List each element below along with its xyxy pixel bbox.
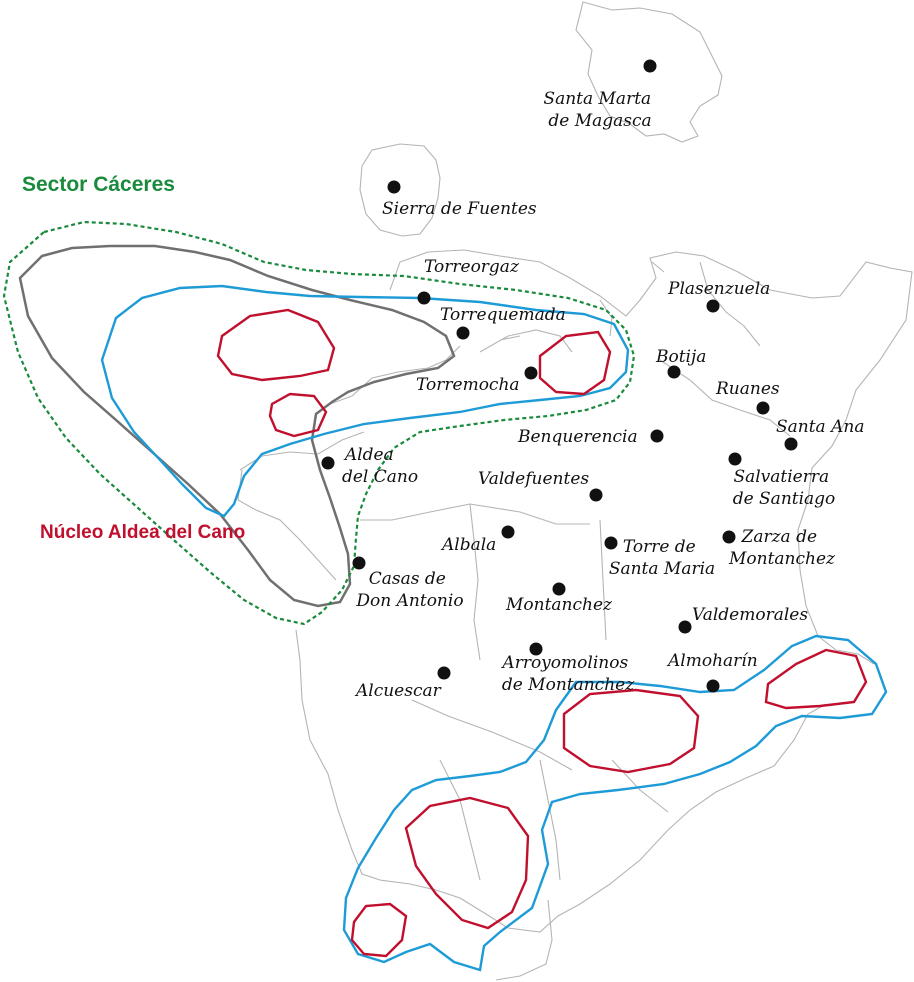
municipality-border-sierra-de-fuentes bbox=[359, 143, 441, 237]
town-dots bbox=[321, 59, 798, 693]
municipality-border-south bbox=[295, 629, 827, 933]
town-dot-albala bbox=[501, 525, 515, 539]
town-label-valdemorales: Valdemorales bbox=[692, 605, 808, 625]
nucleus-polygon bbox=[764, 648, 868, 710]
town-label-salvatierra: Salvatierra de Santiago bbox=[733, 467, 836, 509]
town-label-santa-ana: Santa Ana bbox=[776, 417, 864, 437]
town-dot-botija bbox=[667, 365, 681, 379]
town-label-albala: Albala bbox=[440, 535, 496, 555]
town-dot-benquerencia bbox=[650, 429, 664, 443]
town-label-torre-de-santa-maria: Torre de Santa Maria bbox=[609, 537, 715, 579]
town-label-almoharin: Almoharín bbox=[666, 651, 758, 671]
town-dot-santa-marta bbox=[643, 59, 657, 73]
municipality-border-torreorgaz bbox=[389, 249, 913, 665]
nucleus-polygon bbox=[216, 308, 336, 382]
town-label-torreorgaz: Torreorgaz bbox=[424, 257, 520, 277]
municipality-border-west bbox=[237, 431, 607, 661]
sector-caceres-outline bbox=[2, 220, 636, 626]
town-dot-salvatierra bbox=[728, 452, 742, 466]
nucleus-polygon bbox=[350, 902, 408, 958]
town-dot-torrequemada bbox=[456, 326, 470, 340]
town-dot-zarza-de-montanchez bbox=[722, 530, 736, 544]
town-dot-valdefuentes bbox=[589, 488, 603, 502]
town-dot-arroyomolinos bbox=[529, 642, 543, 656]
nucleus-aldea-del-cano-label: Núcleo Aldea del Cano bbox=[40, 522, 245, 543]
town-dot-torre-de-santa-maria bbox=[604, 536, 618, 550]
town-label-plasenzuela: Plasenzuela bbox=[667, 279, 770, 299]
town-dot-sierra-de-fuentes bbox=[387, 180, 401, 194]
nucleus-polygon bbox=[268, 392, 328, 438]
municipality-border-santa-marta bbox=[575, 1, 723, 143]
town-dot-alcuescar bbox=[437, 666, 451, 680]
town-label-ruanes: Ruanes bbox=[715, 379, 780, 399]
town-label-torremocha: Torremocha bbox=[416, 375, 520, 395]
town-label-botija: Botija bbox=[655, 347, 706, 367]
town-label-valdefuentes: Valdefuentes bbox=[478, 469, 589, 489]
town-dot-almoharin bbox=[706, 679, 720, 693]
town-dot-plasenzuela bbox=[706, 299, 720, 313]
town-label-alcuescar: Alcuescar bbox=[354, 681, 442, 701]
town-label-sierra-de-fuentes: Sierra de Fuentes bbox=[382, 199, 537, 219]
town-dot-casas-de-don-antonio bbox=[352, 556, 366, 570]
sector-caceres-label: Sector Cáceres bbox=[22, 173, 175, 196]
town-dot-ruanes bbox=[756, 401, 770, 415]
town-label-zarza-de-montanchez: Zarza de Montanchez bbox=[728, 527, 836, 569]
nucleus-polygon bbox=[562, 688, 700, 774]
town-label-casas-de-don-antonio: Casas de Don Antonio bbox=[355, 569, 463, 611]
town-dot-torremocha bbox=[524, 366, 538, 380]
town-dot-valdemorales bbox=[678, 620, 692, 634]
nucleus-polygon bbox=[404, 796, 530, 930]
town-label-santa-marta: Santa Marta de Magasca bbox=[543, 89, 656, 131]
municipal-borders bbox=[237, 1, 913, 981]
town-dot-santa-ana bbox=[784, 437, 798, 451]
town-label-montanchez: Montanchez bbox=[505, 595, 613, 615]
town-label-torrequemada: Torrequemada bbox=[440, 305, 566, 325]
town-dot-aldea-del-cano bbox=[321, 456, 335, 470]
nucleus-polygon bbox=[538, 330, 612, 396]
town-dot-montanchez bbox=[552, 582, 566, 596]
municipality-border-central bbox=[329, 261, 791, 437]
town-label-benquerencia: Benquerencia bbox=[517, 427, 638, 447]
current-range-north bbox=[100, 284, 630, 518]
town-label-arroyomolinos: Arroyomolinos de Montanchez bbox=[500, 653, 635, 695]
town-dot-torreorgaz bbox=[417, 291, 431, 305]
nucleus-polygons bbox=[216, 308, 868, 958]
town-labels: Santa Marta de Magasca Sierra de Fuentes… bbox=[342, 89, 865, 701]
municipality-border-south-inner bbox=[411, 699, 669, 981]
town-label-aldea-del-cano: Aldea del Cano bbox=[342, 445, 418, 487]
current-range-south bbox=[342, 634, 888, 972]
